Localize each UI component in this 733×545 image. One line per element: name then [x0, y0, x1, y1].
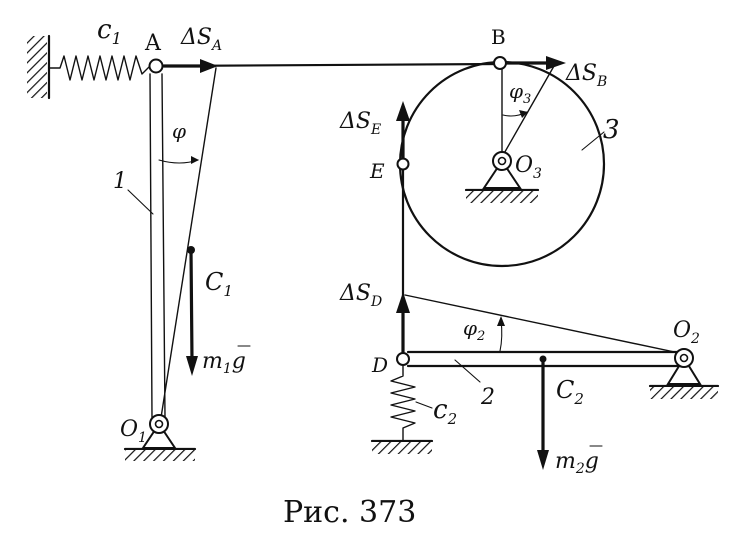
label-point-A: A — [144, 31, 162, 56]
wheel-3-leader — [581, 131, 605, 151]
joint-A — [148, 58, 164, 74]
label-pivot-O1: O1 — [120, 417, 147, 446]
wheel-3-radius-deflected — [501, 65, 555, 158]
rod-1-deflected — [159, 67, 217, 425]
label-wheel-3: 3 — [603, 115, 620, 145]
pivot-O2 — [648, 348, 720, 399]
label-angle-phi2: φ2 — [463, 316, 485, 344]
label-center-C2: C2 — [556, 376, 584, 408]
label-point-B: B — [491, 25, 506, 49]
pivot-O1 — [123, 414, 197, 461]
label-delta-sD: ΔSD — [339, 281, 382, 310]
label-spring-c1: c1 — [97, 15, 122, 48]
label-weight-1: m1g — [202, 349, 246, 377]
label-spring-c2: c2 — [433, 395, 457, 428]
label-point-E: E — [369, 159, 385, 183]
arrow-delta-sD — [396, 292, 410, 354]
label-rod-2: 2 — [480, 385, 495, 410]
label-delta-sE: ΔSE — [339, 109, 381, 138]
label-angle-phi3: φ3 — [509, 79, 531, 107]
joint-D — [396, 352, 410, 366]
label-center-C1: C1 — [205, 268, 233, 300]
label-pivot-O3: O3 — [515, 153, 542, 182]
joint-B — [493, 56, 507, 70]
label-rod-1: 1 — [113, 169, 127, 194]
label-weight-2: m2g — [555, 449, 599, 477]
label-delta-sA: ΔSA — [180, 25, 222, 54]
joint-E — [396, 157, 410, 171]
arrow-weight-2 — [537, 357, 549, 470]
label-point-D: D — [371, 353, 388, 377]
arrow-delta-sA — [162, 59, 218, 73]
arrow-delta-sE — [396, 101, 410, 160]
rod-2-leader — [454, 359, 481, 383]
rod-2-deflected — [404, 294, 685, 355]
label-pivot-O2: O2 — [673, 318, 700, 347]
left-wall — [27, 34, 51, 100]
rod-1-leader — [127, 189, 154, 215]
spring-c1 — [48, 55, 151, 81]
label-angle-phi: φ — [172, 119, 186, 143]
spring-c2 — [390, 365, 416, 441]
ground-c2 — [370, 439, 434, 454]
pivot-O3 — [464, 151, 540, 203]
rod-1 — [149, 73, 166, 419]
spring-c2-leader — [415, 401, 433, 409]
rod-2 — [406, 350, 686, 368]
arrow-delta-sB — [505, 56, 566, 70]
arrow-weight-1 — [186, 248, 198, 376]
label-delta-sB: ΔSB — [565, 61, 607, 90]
thread-A-B — [161, 62, 502, 68]
figure-caption: Рис. 373 — [283, 495, 416, 530]
